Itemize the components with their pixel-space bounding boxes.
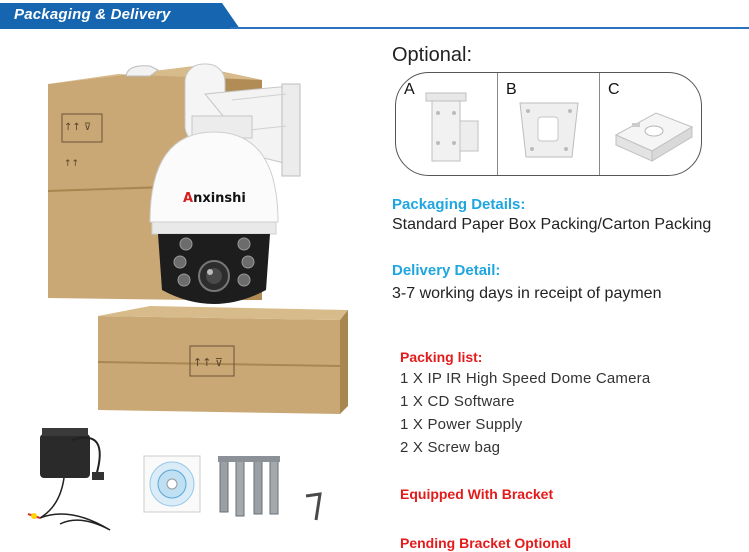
list-item: 1 X CD Software <box>400 393 515 410</box>
section-title: Packaging & Delivery <box>14 6 171 23</box>
delivery-heading: Delivery Detail: <box>392 262 501 279</box>
option-letter: A <box>404 81 415 98</box>
option-letter: C <box>608 81 620 98</box>
optional-title: Optional: <box>392 44 473 66</box>
list-item: 1 X IP IR High Speed Dome Camera <box>400 370 651 387</box>
packaging-heading: Packaging Details: <box>392 196 526 213</box>
wall-bracket-icon <box>425 92 479 162</box>
svg-text:↑↑ ⊽: ↑↑ ⊽ <box>64 122 91 133</box>
carton-box-small-icon: ↑↑ ⊽ <box>97 306 348 414</box>
screw-anchor-icon <box>218 456 280 517</box>
packing-list-heading: Packing list: <box>400 349 483 365</box>
list-item: 1 X Power Supply <box>400 416 523 433</box>
pending-note: Pending Bracket Optional <box>400 535 572 551</box>
dome-camera-icon: Anxinshi <box>149 115 279 304</box>
packaging-text: Standard Paper Box Packing/Carton Packin… <box>392 216 712 233</box>
junction-box-icon <box>614 112 694 162</box>
svg-text:Anxinshi: Anxinshi <box>183 191 246 206</box>
option-a[interactable]: A <box>396 73 498 175</box>
list-item: 2 X Screw bag <box>400 439 501 456</box>
hex-key-icon <box>305 492 322 521</box>
option-letter: B <box>506 81 517 98</box>
section-header: Packaging & Delivery <box>0 0 749 32</box>
svg-text:↑↑ ⊽: ↑↑ ⊽ <box>193 356 223 369</box>
header-tab <box>0 3 240 29</box>
product-photo: ↑↑ ⊽ ↑↑ Anxinshi ↑↑ ⊽ <box>27 63 348 531</box>
optional-brackets-panel: A B C <box>395 72 702 176</box>
equipped-note: Equipped With Bracket <box>400 486 554 502</box>
cd-software-icon <box>143 455 201 513</box>
corner-mount-icon <box>519 102 579 158</box>
power-adapter-icon <box>27 428 111 531</box>
svg-text:↑↑: ↑↑ <box>64 159 79 169</box>
option-c[interactable]: C <box>600 73 701 175</box>
header-rule <box>230 27 749 29</box>
option-b[interactable]: B <box>498 73 600 175</box>
delivery-text: 3-7 working days in receipt of paymen <box>392 285 662 302</box>
